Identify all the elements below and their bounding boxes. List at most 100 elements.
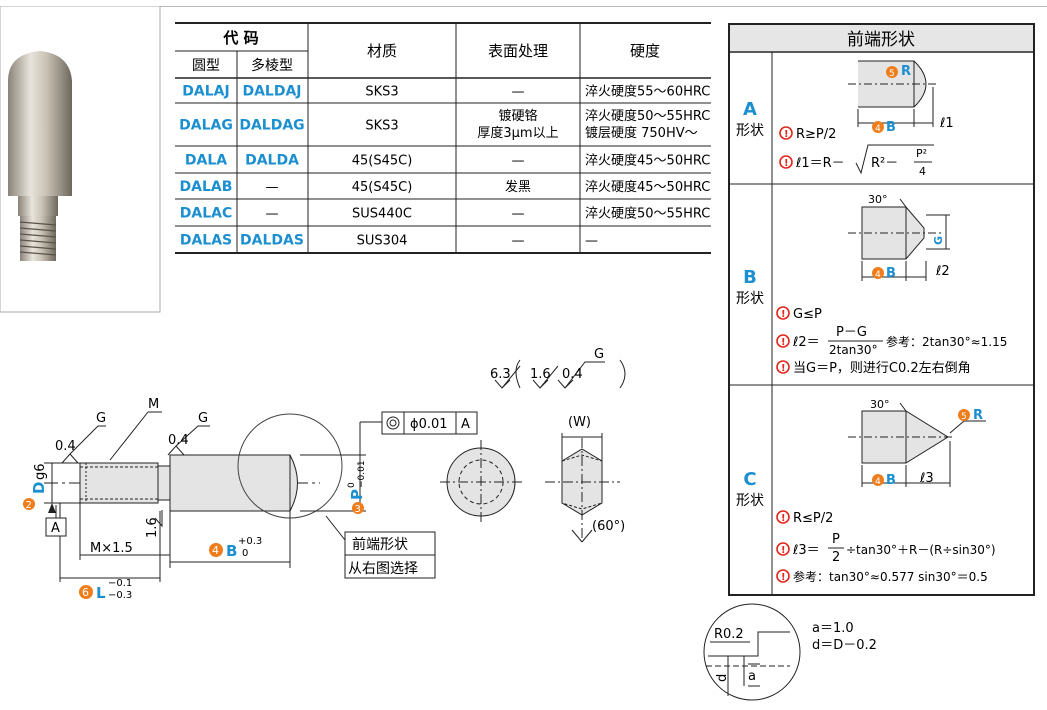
relief-detail: R0.2 d a a＝1.0 d＝D－0.2 xyxy=(703,603,877,701)
m-label: M xyxy=(148,397,159,412)
detail-a: a xyxy=(748,669,756,684)
material-cell: SUS440C xyxy=(352,207,412,222)
b-name: 形状 xyxy=(736,291,764,307)
surface-cell: — xyxy=(512,85,525,100)
a-l: ℓ1 xyxy=(939,116,954,131)
svg-text:!: ! xyxy=(781,572,786,583)
svg-text:!: ! xyxy=(781,545,786,556)
badge-4: 4 xyxy=(212,544,219,557)
material-cell: SKS3 xyxy=(365,85,398,100)
hardness-cell: 淬火硬度50～55HRC xyxy=(585,206,710,222)
hardness-cell: 淬火硬度45～50HRC xyxy=(585,153,710,169)
d-tol: g6 xyxy=(33,463,48,480)
detail-eq1: a＝1.0 xyxy=(812,621,854,636)
sf-04: 0.4 xyxy=(562,367,583,382)
header-material: 材质 xyxy=(367,42,397,60)
b-den: 2tan30° xyxy=(829,343,878,357)
sf-g: G xyxy=(594,347,604,362)
b-cond2: ℓ2＝ xyxy=(792,335,820,350)
product-photo xyxy=(0,6,161,313)
material-cell: 45(S45C) xyxy=(352,180,413,195)
conc-datum: A xyxy=(461,417,470,432)
a-sqrt: R²－ xyxy=(871,156,898,171)
badge-3: 3 xyxy=(355,504,361,515)
b-b: B xyxy=(886,266,896,281)
hardness-cell: 淬火硬度55～60HRC xyxy=(585,84,710,100)
a-r: R xyxy=(901,64,911,79)
tip-note-1: 前端形状 xyxy=(352,536,408,553)
surface-cell: — xyxy=(512,234,525,249)
b-cond1: G≤P xyxy=(793,307,822,322)
svg-text:!: ! xyxy=(784,158,789,169)
code-round: DALAB xyxy=(180,179,233,195)
d-label: D xyxy=(30,482,48,494)
hardness-cell: 淬火硬度45～50HRC xyxy=(585,179,710,195)
code-round: DALAG xyxy=(179,118,233,134)
c-deg: 30° xyxy=(870,398,890,411)
b-tol-dn: 0 xyxy=(242,548,248,559)
l-tol-up: −0.1 xyxy=(108,578,132,589)
header-surface: 表面处理 xyxy=(488,42,548,60)
code-round: DALAJ xyxy=(182,84,229,100)
hardness-cell: 镀层硬度 750HV～ xyxy=(585,125,698,141)
c-l: ℓ3 xyxy=(919,471,934,486)
finish-04-2: 0.4 xyxy=(168,433,189,448)
p-tol-up: 0 xyxy=(347,482,357,488)
code-polygon: — xyxy=(266,207,279,222)
c-n4: 4 xyxy=(875,477,881,487)
c-num: P xyxy=(832,532,840,547)
finish-g-2: G xyxy=(198,411,208,426)
p-label: P xyxy=(348,489,366,500)
p-tol-dn: −0.01 xyxy=(357,460,367,488)
ra-16: 1.6 xyxy=(145,517,160,538)
a-letter: A xyxy=(743,99,757,120)
pitch-label: M×1.5 xyxy=(90,541,133,556)
b-tol-up: +0.3 xyxy=(238,536,262,547)
code-round: DALA xyxy=(185,153,227,169)
svg-text:!: ! xyxy=(781,337,786,348)
svg-text:!: ! xyxy=(781,309,786,320)
c-n5: 5 xyxy=(961,412,967,422)
badge-6: 6 xyxy=(82,586,89,599)
code-polygon: DALDAJ xyxy=(242,84,301,100)
a-cond1: R≥P/2 xyxy=(796,127,836,142)
badge-2: 2 xyxy=(26,500,32,511)
b-label: B xyxy=(226,542,237,560)
header-polygon: 多棱型 xyxy=(251,57,293,74)
c-post: ÷tan30°＋R－(R÷sin30°) xyxy=(846,543,996,557)
material-cell: SUS304 xyxy=(357,234,408,249)
svg-text:!: ! xyxy=(781,513,786,524)
tip-note-2: 从右图选择 xyxy=(348,561,418,577)
b-ref: 参考：2tan30°≈1.15 xyxy=(886,334,1007,349)
code-polygon: — xyxy=(266,180,279,195)
w-label: (W) xyxy=(568,415,591,430)
b-cond3: 当G＝P，则进行C0.2左右倒角 xyxy=(793,361,971,376)
surface-cell: 厚度3μm以上 xyxy=(477,125,558,141)
header-hardness: 硬度 xyxy=(630,42,660,60)
c-cond1: R≤P/2 xyxy=(793,511,833,526)
c-name: 形状 xyxy=(736,493,764,509)
a-n4: 4 xyxy=(875,124,881,134)
b-deg: 30° xyxy=(868,193,888,206)
concentricity: ϕ0.01 xyxy=(410,417,448,432)
c-b: B xyxy=(886,473,896,488)
code-polygon: DALDAS xyxy=(240,233,304,249)
a-den: 4 xyxy=(919,165,926,178)
surface-cell: — xyxy=(512,154,525,169)
main-drawing: G 0.4 G 0.4 M D g6 2 A M×1.5 1.6 4 B +0.… xyxy=(23,347,626,602)
finish-04-1: 0.4 xyxy=(55,439,76,454)
b-num: P－G xyxy=(836,325,867,340)
code-polygon: DALDAG xyxy=(239,118,304,134)
code-round: DALAS xyxy=(180,233,232,249)
b-n4: 4 xyxy=(875,270,881,280)
c-cond3: 参考：tan30°≈0.577 sin30°＝0.5 xyxy=(793,569,988,584)
surface-cell: 发黑 xyxy=(505,179,531,195)
surface-cell: 镀硬铬 xyxy=(498,108,537,124)
l-tol-dn: −0.3 xyxy=(108,590,132,601)
tip-title: 前端形状 xyxy=(847,30,915,50)
hardness-cell: — xyxy=(585,234,598,249)
detail-eq2: d＝D－0.2 xyxy=(812,638,877,653)
svg-text:!: ! xyxy=(781,363,786,374)
c-den: 2 xyxy=(832,550,840,565)
b-letter: B xyxy=(743,267,757,288)
